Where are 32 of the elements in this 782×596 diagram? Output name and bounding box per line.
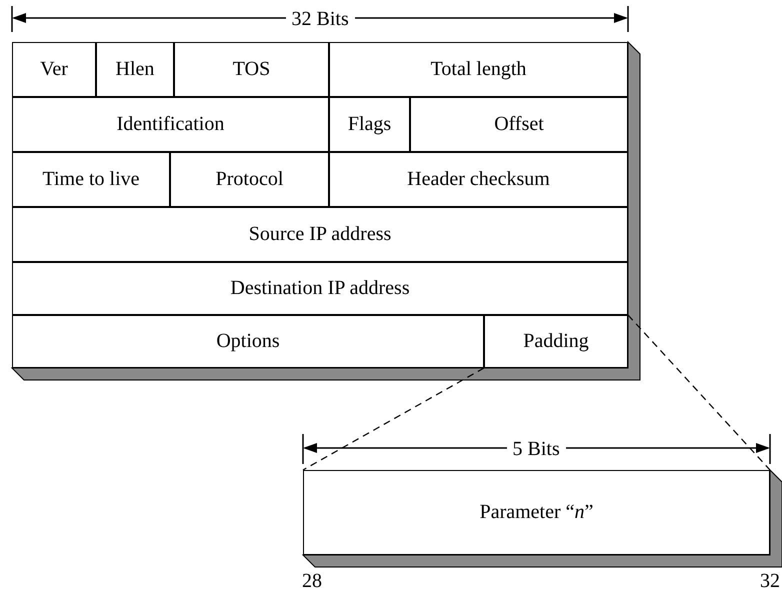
field-name: Total length [430,58,526,81]
field-name: TOS [232,58,270,81]
header-field [303,470,770,555]
header-field [12,97,329,152]
field-name: Flags [348,113,392,136]
zoom-line [302,367,484,471]
field-name: Parameter “n” [480,501,594,524]
field-name: Time to live [42,168,140,191]
field-name: Source IP address [248,223,392,246]
header-field [12,262,628,315]
field-name: Padding [523,330,589,353]
header-field [170,152,329,207]
header-field [329,42,628,97]
header-field [12,42,96,97]
field-name: Destination IP address [230,277,410,300]
zoom-line [628,314,770,470]
header-field [174,42,329,97]
field-name: Identification [116,113,224,136]
field-name: Ver [40,58,68,81]
header-field [12,152,170,207]
header-field [12,207,628,262]
header-field [12,315,484,368]
header-field [329,152,628,207]
header-field [329,97,410,152]
field-name: Header checksum [407,168,550,191]
header-field [96,42,174,97]
header-field [484,315,628,368]
header-field [410,97,628,152]
field-name: Offset [494,113,544,136]
field-name: Options [216,330,280,353]
field-name: Hlen [116,58,154,81]
field-name: Protocol [216,168,284,191]
